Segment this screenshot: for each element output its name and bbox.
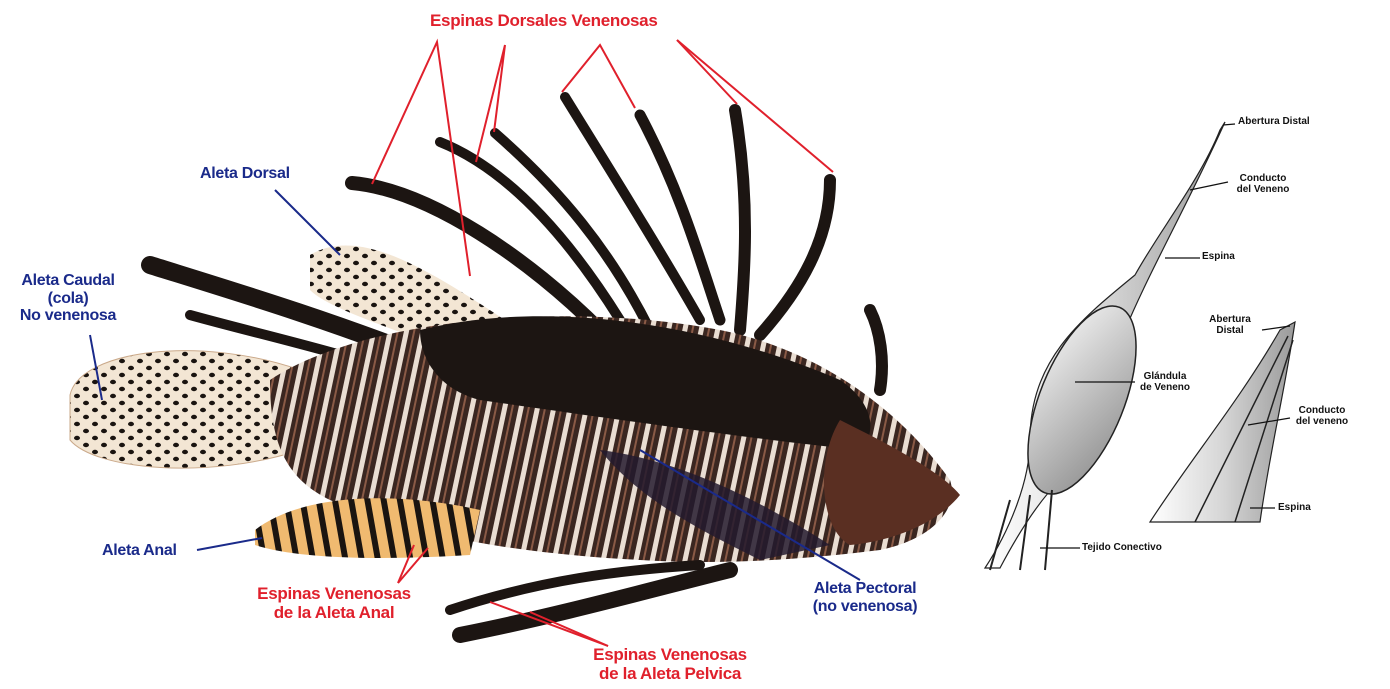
detail-b-spine-label: Espina	[1278, 503, 1311, 514]
detail-a-venom-duct-label: Conducto del Veneno	[1228, 174, 1298, 195]
anal-spines-label-line-2: de la Aleta Anal	[244, 604, 424, 623]
detail-b-distal-opening-line-1: Abertura	[1198, 315, 1262, 326]
detail-a-venom-gland-line-1: Glándula	[1130, 372, 1200, 383]
detail-b-venom-duct-line-2: del veneno	[1282, 417, 1362, 428]
detail-a-venom-gland-label: Glándula de Veneno	[1130, 372, 1200, 393]
caudal-fin-label: Aleta Caudal (cola) No venenosa	[12, 272, 124, 325]
anal-spines-label: Espinas Venenosas de la Aleta Anal	[244, 585, 424, 622]
dorsal-fin-label: Aleta Dorsal	[200, 165, 290, 183]
caudal-fin-label-line-1: Aleta Caudal	[12, 272, 124, 290]
dorsal-spines-label: Espinas Dorsales Venenosas	[430, 12, 658, 31]
detail-b-distal-opening-line-2: Distal	[1198, 326, 1262, 337]
detail-a-venom-duct-line-1: Conducto	[1228, 174, 1298, 185]
pelvic-spines-label: Espinas Venenosas de la Aleta Pelvica	[578, 646, 762, 683]
detail-a-venom-gland-line-2: de Veneno	[1130, 383, 1200, 394]
detail-a-distal-opening-label: Abertura Distal	[1238, 117, 1310, 128]
pelvic-spines-label-line-1: Espinas Venenosas	[578, 646, 762, 665]
detail-a-spine-label: Espina	[1202, 252, 1235, 263]
anal-spines-label-line-1: Espinas Venenosas	[244, 585, 424, 604]
detail-a-venom-duct-line-2: del Veneno	[1228, 185, 1298, 196]
detail-b-venom-duct-label: Conducto del veneno	[1282, 406, 1362, 427]
pelvic-spines-label-line-2: de la Aleta Pelvica	[578, 665, 762, 684]
pectoral-fin-label-line-2: (no venenosa)	[790, 598, 940, 616]
anal-fin-label: Aleta Anal	[102, 542, 177, 560]
detail-a-connective-tissue-label: Tejido Conectivo	[1082, 543, 1162, 554]
detail-b-venom-duct-line-1: Conducto	[1282, 406, 1362, 417]
detail-b-distal-opening-label: Abertura Distal	[1198, 315, 1262, 336]
spine-detail-b	[1150, 322, 1295, 522]
caudal-fin-label-line-2: (cola)	[12, 290, 124, 308]
caudal-fin-label-line-3: No venenosa	[12, 307, 124, 325]
pectoral-fin-label: Aleta Pectoral (no venenosa)	[790, 580, 940, 615]
pectoral-fin-label-line-1: Aleta Pectoral	[790, 580, 940, 598]
